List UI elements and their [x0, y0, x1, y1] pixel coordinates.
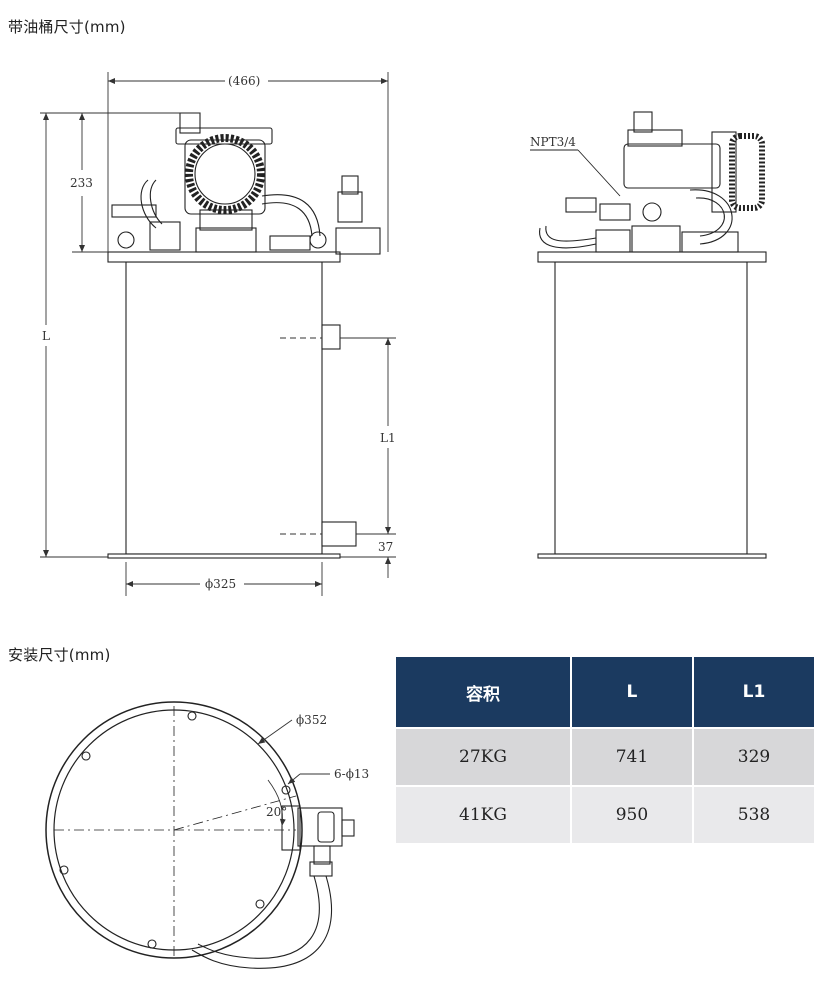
table-row: 27KG 741 329: [396, 729, 814, 785]
cell-volume: 27KG: [396, 729, 570, 785]
front-view: [107, 112, 381, 559]
flange-outer: [45, 701, 303, 959]
base-plate: [107, 553, 341, 559]
bolt-hole: [187, 711, 197, 721]
cell-l1: 329: [693, 729, 814, 785]
height-top-label: 233: [70, 176, 93, 190]
header-l1: L1: [693, 657, 814, 727]
cell-l1: 538: [693, 787, 814, 843]
side-view: [530, 111, 767, 559]
cell-l: 741: [571, 729, 692, 785]
tank-body: [125, 261, 323, 555]
install-leaders: [257, 719, 330, 827]
port-spacing-label: L1: [380, 431, 396, 445]
total-height-label: L: [42, 329, 50, 343]
install-view: [45, 701, 355, 969]
cell-volume: 41KG: [396, 787, 570, 843]
table-row: 41KG 950 538: [396, 787, 814, 843]
cell-l: 950: [571, 787, 692, 843]
diameter-label: ϕ325: [205, 577, 236, 591]
bottom-port-label: 37: [378, 540, 393, 554]
bolt-hole: [59, 865, 69, 875]
top-plate: [107, 251, 341, 263]
angle-label: 20°: [266, 805, 287, 819]
bolt-hole: [255, 899, 265, 909]
right-fittings: [261, 175, 381, 255]
spec-table: 容积 L L1 27KG 741 329 41KG 950 538: [394, 655, 816, 845]
side-tank-body: [554, 261, 748, 555]
lower-port: [321, 521, 357, 547]
flange-diameter-label: ϕ352: [296, 713, 327, 727]
npt-label: NPT3/4: [530, 135, 576, 149]
width-label: (466): [228, 74, 260, 88]
bolt-hole: [281, 785, 291, 795]
header-volume: 容积: [396, 657, 570, 727]
holes-label: 6-ϕ13: [334, 767, 369, 781]
motor-assembly: [175, 112, 273, 253]
bolt-hole: [147, 939, 157, 949]
install-dimensions-title: 安装尺寸(mm): [8, 646, 111, 664]
left-fittings: [111, 179, 181, 251]
upper-port: [321, 324, 341, 350]
pump-dimensions-title: 带油桶尺寸(mm): [8, 18, 126, 36]
front-view-dimensions: [40, 72, 396, 596]
bolt-hole: [81, 751, 91, 761]
header-l: L: [571, 657, 692, 727]
